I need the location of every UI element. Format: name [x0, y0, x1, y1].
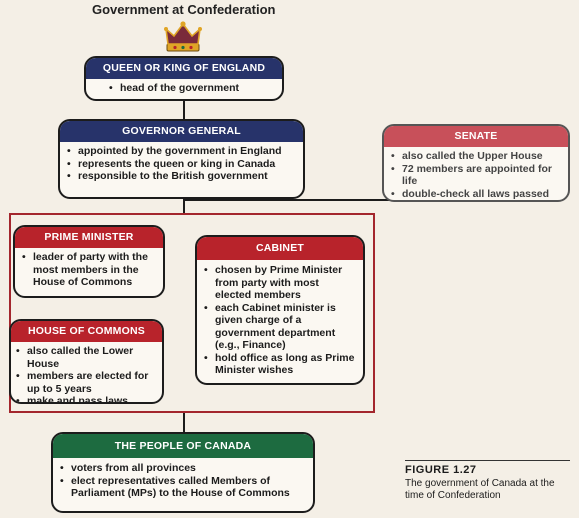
governor-general-heading: GOVERNOR GENERAL: [60, 121, 303, 142]
cabinet-item: chosen by Prime Minister from party with…: [204, 264, 357, 302]
figure-caption: FIGURE 1.27 The government of Canada at …: [405, 460, 570, 501]
monarch-box: QUEEN OR KING OF ENGLAND head of the gov…: [84, 56, 284, 101]
people-list: voters from all provinces elect represen…: [53, 458, 313, 500]
monarch-heading: QUEEN OR KING OF ENGLAND: [86, 58, 282, 79]
connector-parliament-people: [183, 413, 185, 434]
cabinet-item: hold office as long as Prime Minister wi…: [204, 352, 357, 377]
connector-gg-senate: [184, 199, 469, 201]
people-box: THE PEOPLE OF CANADA voters from all pro…: [51, 432, 315, 513]
prime-minister-list: leader of party with the most members in…: [15, 248, 163, 289]
cabinet-list: chosen by Prime Minister from party with…: [197, 260, 363, 377]
figure-label: FIGURE 1.27: [405, 464, 477, 476]
house-of-commons-heading: HOUSE OF COMMONS: [11, 321, 162, 342]
senate-item: also called the Upper House: [391, 150, 562, 163]
prime-minister-item: leader of party with the most members in…: [22, 251, 157, 289]
prime-minister-box: PRIME MINISTER leader of party with the …: [13, 225, 165, 298]
parliament-frame: [9, 213, 375, 413]
senate-item: double-check all laws passed by the Hous…: [391, 188, 562, 201]
people-heading: THE PEOPLE OF CANADA: [53, 434, 313, 458]
house-of-commons-item: members are elected for up to 5 years: [16, 370, 156, 395]
people-item: elect representatives called Members of …: [60, 475, 307, 500]
cabinet-item: each Cabinet minister is given charge of…: [204, 302, 357, 352]
senate-heading: SENATE: [384, 126, 568, 147]
cabinet-box: CABINET chosen by Prime Minister from pa…: [195, 235, 365, 385]
senate-item: 72 members are appointed for life: [391, 163, 562, 188]
diagram-title: Government at Confederation: [92, 2, 276, 17]
house-of-commons-list: also called the Lower House members are …: [11, 342, 162, 402]
house-of-commons-box: HOUSE OF COMMONS also called the Lower H…: [9, 319, 164, 404]
cabinet-heading: CABINET: [197, 237, 363, 260]
governor-general-list: appointed by the government in England r…: [60, 142, 303, 183]
house-of-commons-item: make and pass laws: [16, 395, 156, 402]
monarch-item: head of the government: [109, 82, 276, 95]
governor-general-item: responsible to the British government: [67, 170, 297, 183]
prime-minister-heading: PRIME MINISTER: [15, 227, 163, 248]
governor-general-box: GOVERNOR GENERAL appointed by the govern…: [58, 119, 305, 199]
governor-general-item: appointed by the government in England: [67, 145, 297, 158]
connector-monarch-gg: [183, 99, 185, 121]
connector-gg-parliament: [183, 197, 185, 214]
figure-caption-text: The government of Canada at the time of …: [405, 478, 555, 501]
senate-list: also called the Upper House 72 members a…: [384, 147, 568, 201]
crown-icon: [164, 21, 202, 52]
house-of-commons-item: also called the Lower House: [16, 345, 156, 370]
governor-general-item: represents the queen or king in Canada: [67, 158, 297, 171]
monarch-list: head of the government: [86, 79, 282, 95]
people-item: voters from all provinces: [60, 462, 307, 475]
senate-box: SENATE also called the Upper House 72 me…: [382, 124, 570, 202]
